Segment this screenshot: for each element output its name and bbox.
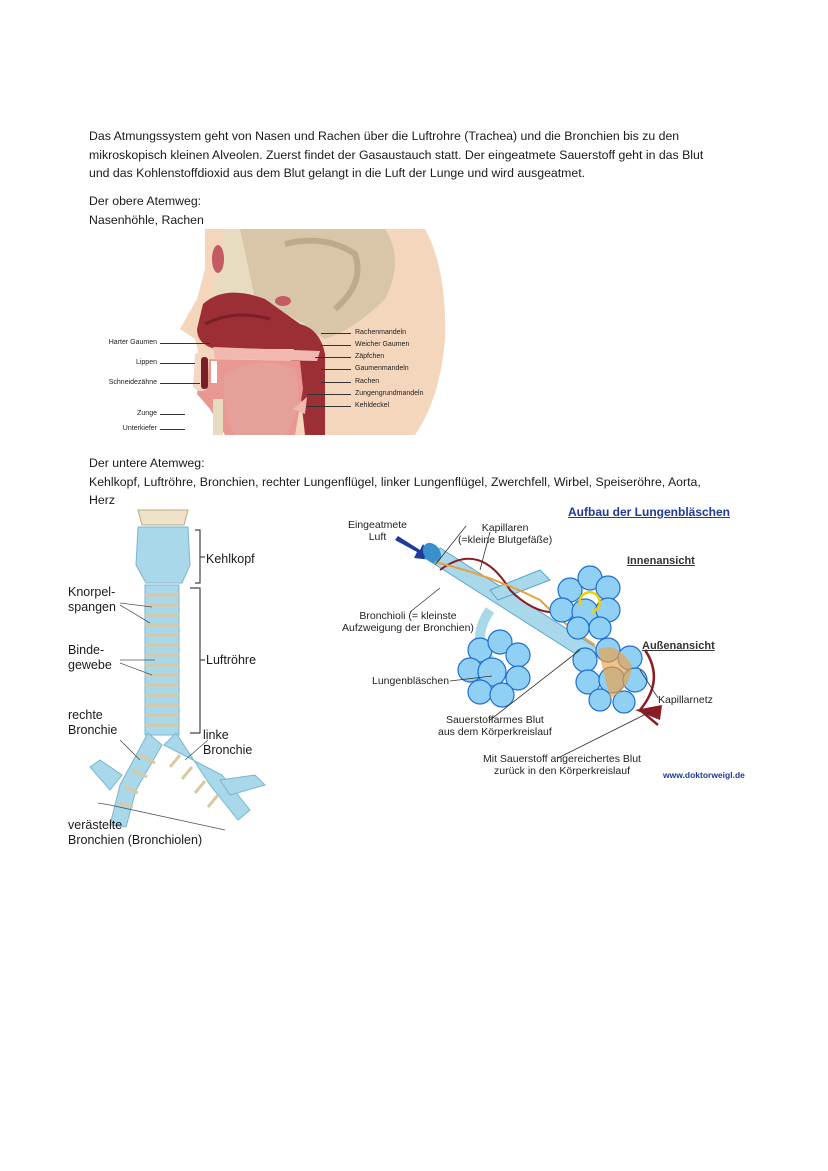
trachea-illustration bbox=[89, 509, 266, 831]
label-eingeatmete-luft: Eingeatmete Luft bbox=[348, 519, 407, 543]
label-aussenansicht: Außenansicht bbox=[642, 640, 715, 652]
lower-airway-heading: Der untere Atemweg: bbox=[89, 456, 205, 470]
label-harter-gaumen: Harter Gaumen bbox=[108, 339, 157, 346]
label-schneidezaehne: Schneidezähne bbox=[108, 379, 157, 386]
lower-airway-section: Der untere Atemweg: Kehlkopf, Luftröhre,… bbox=[89, 454, 701, 510]
label-verastelt-line2: Bronchien (Bronchiolen) bbox=[68, 833, 203, 847]
leader-kehldeckel bbox=[307, 406, 351, 407]
label-bindegewebe: Binde- gewebe bbox=[68, 643, 112, 673]
label-rechte-line1: rechte bbox=[68, 708, 103, 722]
label-eingeatmete-line1: Eingeatmete bbox=[348, 519, 407, 531]
leader-gaumenmandeln bbox=[321, 369, 351, 370]
label-sauerstoffarm-line2: aus dem Körperkreislauf bbox=[438, 726, 552, 738]
leader-unterkiefer bbox=[160, 429, 185, 430]
label-verastelt-line1: verästelte bbox=[68, 818, 123, 832]
label-weicher-gaumen: Weicher Gaumen bbox=[355, 341, 410, 348]
upper-airway-section: Der obere Atemweg: Nasenhöhle, Rachen bbox=[89, 192, 204, 229]
label-rechte-line2: Bronchie bbox=[68, 723, 118, 737]
label-innenansicht: Innenansicht bbox=[627, 555, 695, 567]
label-linke-line2: Bronchie bbox=[203, 743, 253, 757]
label-verastelte-bronchien: verästelte Bronchien (Bronchiolen) bbox=[68, 818, 202, 848]
label-knorpelspangen: Knorpel- spangen bbox=[68, 585, 116, 615]
label-binde-line2: gewebe bbox=[68, 658, 112, 672]
intro-line-3: und das Kohlenstoffdioxid aus dem Blut g… bbox=[89, 166, 586, 180]
label-lippen: Lippen bbox=[135, 359, 157, 366]
leader-harter-gaumen bbox=[160, 343, 210, 344]
label-linke-line1: linke bbox=[203, 728, 229, 742]
label-kapillaren-line2: (=kleine Blutgefäße) bbox=[458, 534, 553, 546]
upper-airway-parts: Nasenhöhle, Rachen bbox=[89, 212, 204, 227]
leader-lippen bbox=[160, 363, 195, 364]
lower-airway-parts-2: Herz bbox=[89, 493, 115, 507]
label-angereichertes-blut: Mit Sauerstoff angereichertes Blut zurüc… bbox=[483, 753, 641, 777]
label-zungengrundmandeln: Zungengrundmandeln bbox=[355, 390, 424, 397]
label-rachenmandeln: Rachenmandeln bbox=[355, 329, 406, 336]
trachea-figure: Kehlkopf Knorpel- spangen Binde- gewebe … bbox=[60, 505, 290, 850]
label-zunge: Zunge bbox=[137, 410, 157, 417]
leader-zaepfchen bbox=[315, 357, 351, 358]
label-unterkiefer: Unterkiefer bbox=[122, 425, 157, 432]
label-angereichert-line2: zurück in den Körperkreislauf bbox=[494, 765, 630, 777]
leader-rachenmandeln bbox=[321, 333, 351, 334]
label-luftroehre: Luftröhre bbox=[206, 653, 257, 667]
leader-zunge bbox=[160, 414, 185, 415]
label-kehlkopf: Kehlkopf bbox=[206, 552, 255, 566]
head-anatomy-illustration bbox=[180, 229, 446, 435]
alveoli-figure-title: Aufbau der Lungenbläschen bbox=[568, 505, 731, 519]
lower-airway-parts-1: Kehlkopf, Luftröhre, Bronchien, rechter … bbox=[89, 474, 701, 489]
label-gaumenmandeln: Gaumenmandeln bbox=[355, 365, 409, 372]
label-rechte-bronchie: rechte Bronchie bbox=[68, 708, 117, 738]
label-sauerstoffarm-line1: Sauerstoffarmes Blut bbox=[445, 714, 544, 726]
head-cross-section-figure: Harter Gaumen Lippen Schneidezähne Zunge… bbox=[85, 229, 455, 435]
label-lungenblaeschen: Lungenbläschen bbox=[372, 675, 450, 687]
label-kehldeckel: Kehldeckel bbox=[355, 402, 390, 409]
leader-weicher-gaumen bbox=[321, 345, 351, 346]
label-rachen: Rachen bbox=[355, 378, 380, 385]
label-zaepfchen: Zäpfchen bbox=[355, 353, 385, 360]
leader-schneidezaehne bbox=[160, 383, 200, 384]
label-knorpel-line1: Knorpel- bbox=[68, 585, 116, 599]
label-linke-bronchie: linke Bronchie bbox=[203, 728, 252, 758]
label-kapillarnetz: Kapillarnetz bbox=[658, 694, 713, 706]
source-credit: www.doktorweigl.de bbox=[663, 770, 745, 780]
intro-paragraph: Das Atmungssystem geht von Nasen und Rac… bbox=[89, 127, 703, 183]
label-kapillaren-line1: Kapillaren bbox=[481, 522, 529, 534]
label-bronchioli: Bronchioli (= kleinste Aufzweigung der B… bbox=[342, 610, 474, 634]
upper-airway-heading: Der obere Atemweg: bbox=[89, 194, 202, 208]
label-angereichert-line1: Mit Sauerstoff angereichertes Blut bbox=[483, 753, 641, 765]
label-sauerstoffarmes-blut: Sauerstoffarmes Blut aus dem Körperkreis… bbox=[438, 714, 552, 738]
label-kapillaren: Kapillaren (=kleine Blutgefäße) bbox=[458, 522, 552, 546]
intro-line-1: Das Atmungssystem geht von Nasen und Rac… bbox=[89, 129, 680, 143]
label-eingeatmete-line2: Luft bbox=[368, 531, 387, 543]
label-bronchioli-line2: Aufzweigung der Bronchien) bbox=[342, 622, 474, 634]
label-bronchioli-line1: Bronchioli (= kleinste bbox=[359, 610, 457, 622]
label-binde-line1: Binde- bbox=[68, 643, 105, 657]
leader-zungengrundmandeln bbox=[307, 394, 351, 395]
alveoli-illustration bbox=[395, 525, 662, 759]
intro-line-2: mikroskopisch kleinen Alveolen. Zuerst f… bbox=[89, 147, 704, 162]
label-knorpel-line2: spangen bbox=[68, 600, 116, 614]
leader-rachen bbox=[321, 382, 351, 383]
alveoli-figure: Aufbau der Lungenbläschen Eingeatmete Lu… bbox=[340, 500, 780, 785]
